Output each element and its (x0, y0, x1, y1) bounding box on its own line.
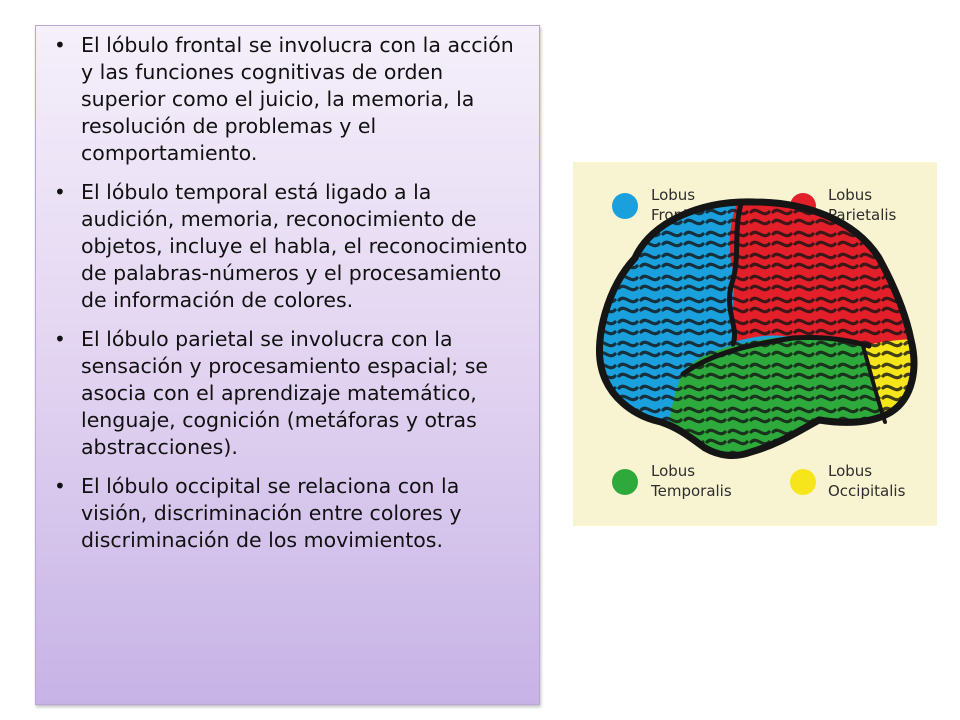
legend-parietal-line1: Lobus (828, 186, 872, 204)
brain-lobes-svg: Lobus Frontalis Lobus Parietalis Lobus T… (595, 186, 918, 500)
bullet-list: • El lóbulo frontal se involucra con la … (46, 32, 531, 554)
bullet-marker: • (54, 474, 66, 498)
gyri-texture (599, 201, 914, 456)
bullet-occipital: • El lóbulo occipital se relaciona con l… (46, 473, 531, 554)
text-panel: • El lóbulo frontal se involucra con la … (35, 25, 540, 705)
lateral-sulcus (680, 335, 872, 377)
legend-parietal-line2: Parietalis (828, 206, 897, 224)
brain-outline (595, 198, 918, 459)
bullet-text: El lóbulo frontal se involucra con la ac… (81, 33, 514, 165)
legend-temporal-line1: Lobus (651, 462, 695, 480)
legend-frontal-line1: Lobus (651, 186, 695, 204)
bullet-text: El lóbulo temporal está ligado a la audi… (81, 180, 528, 312)
bullet-marker: • (54, 180, 66, 204)
bullet-temporal: • El lóbulo temporal está ligado a la au… (46, 179, 531, 314)
brain-lobes-figure: Lobus Frontalis Lobus Parietalis Lobus T… (573, 162, 937, 526)
bullet-text: El lóbulo occipital se relaciona con la … (81, 474, 462, 552)
legend-occipital-line1: Lobus (828, 462, 872, 480)
bullet-frontal: • El lóbulo frontal se involucra con la … (46, 32, 531, 167)
bullet-parietal: • El lóbulo parietal se involucra con la… (46, 326, 531, 461)
legend-swatch-frontal (612, 193, 638, 219)
bullet-text: El lóbulo parietal se involucra con la s… (81, 327, 489, 459)
parieto-occipital-sulcus (861, 344, 887, 424)
legend-swatch-temporal (612, 469, 638, 495)
legend-occipital-line2: Occipitalis (828, 482, 906, 500)
bullet-marker: • (54, 327, 66, 351)
legend-temporal-line2: Temporalis (650, 482, 732, 500)
legend-swatch-occipital (790, 469, 816, 495)
central-sulcus (727, 201, 744, 347)
bullet-marker: • (54, 33, 66, 57)
